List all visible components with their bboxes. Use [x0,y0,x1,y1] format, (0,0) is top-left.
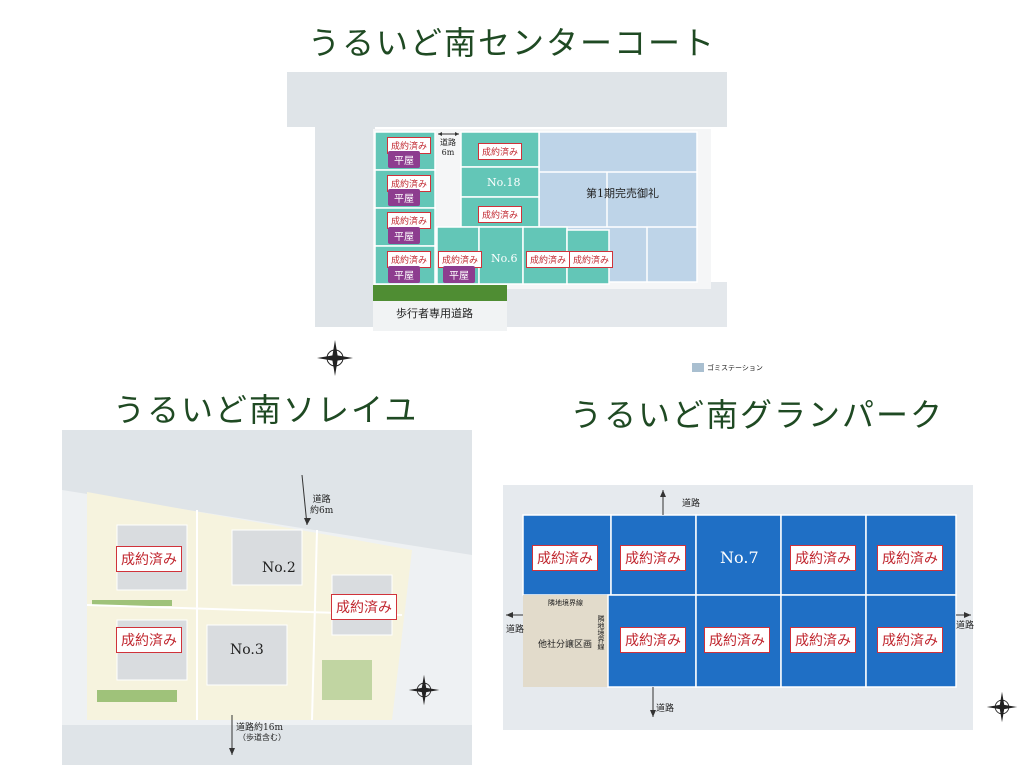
flat-badge: 平屋 [388,227,420,244]
soleil-title: うるいど南ソレイユ [113,391,419,429]
granpark-boundary-h: 隣地境界線 [548,599,583,607]
garbage-station-label: ゴミステーション [707,364,763,372]
soleil-lot-no3: No.3 [230,642,264,658]
granpark-road-bottom: 道路 [656,704,675,714]
other-company-area [523,595,608,687]
flat-badge: 平屋 [388,266,420,283]
sold-badge: 成約済み [331,594,397,620]
building [231,529,303,586]
sold-badge: 成約済み [877,627,943,653]
granpark-road-right: 道路 [956,621,975,631]
phase1-sold-label: 第1期完売御礼 [586,187,659,200]
granpark-title: うるいど南グランパーク [570,396,945,434]
granpark-road-left: 道路 [506,625,525,635]
soleil-lot-no2: No.2 [262,560,296,576]
sold-badge: 成約済み [116,627,182,653]
sold-badge: 成約済み [790,545,856,571]
sold-badge: 成約済み [569,251,614,268]
granpark-boundary-v: 隣地境界線 [597,615,605,650]
compass-icon [317,340,353,376]
flat-badge: 平屋 [388,189,420,206]
sold-badge: 成約済み [116,546,182,572]
sold-badge: 成約済み [478,206,523,223]
flat-badge: 平屋 [443,266,475,283]
lot [695,514,782,596]
granpark-other-company: 他社分譲区画 [538,640,593,650]
soleil-road-top-label: 道路 約6m [310,495,334,516]
sold-badge: 成約済み [532,545,598,571]
granpark-lot-no7: No.7 [720,548,759,567]
sold-badge: 成約済み [526,251,571,268]
soleil-road-bottom-label: 道路約16m [236,723,283,733]
sold-badge: 成約済み [877,545,943,571]
compass-icon [986,691,1018,723]
flat-badge: 平屋 [388,151,420,168]
lot-no18-label: No.18 [487,176,521,189]
sold-badge: 成約済み [620,545,686,571]
building [206,624,288,686]
center-court-road-width: 道路 6m [440,138,456,157]
sold-badge: 成約済み [790,627,856,653]
soleil-map [62,430,472,765]
sold-badge: 成約済み [620,627,686,653]
road-bottom-right [507,282,727,327]
road-left [315,117,375,327]
soleil-bottom-road [62,725,472,765]
pedestrian-green-strip [373,285,507,301]
center-court-title: うるいど南センターコート [308,24,717,62]
lot [460,166,540,198]
soleil-road-bottom-note: （歩道含む） [238,733,286,742]
compass-icon [408,674,440,706]
lot-no6-label: No.6 [491,252,518,265]
sold-badge: 成約済み [704,627,770,653]
pedestrian-road-label: 歩行者専用道路 [396,307,473,320]
sold-badge: 成約済み [478,143,523,160]
granpark-road-top: 道路 [682,499,701,509]
garbage-station-swatch [692,363,704,372]
